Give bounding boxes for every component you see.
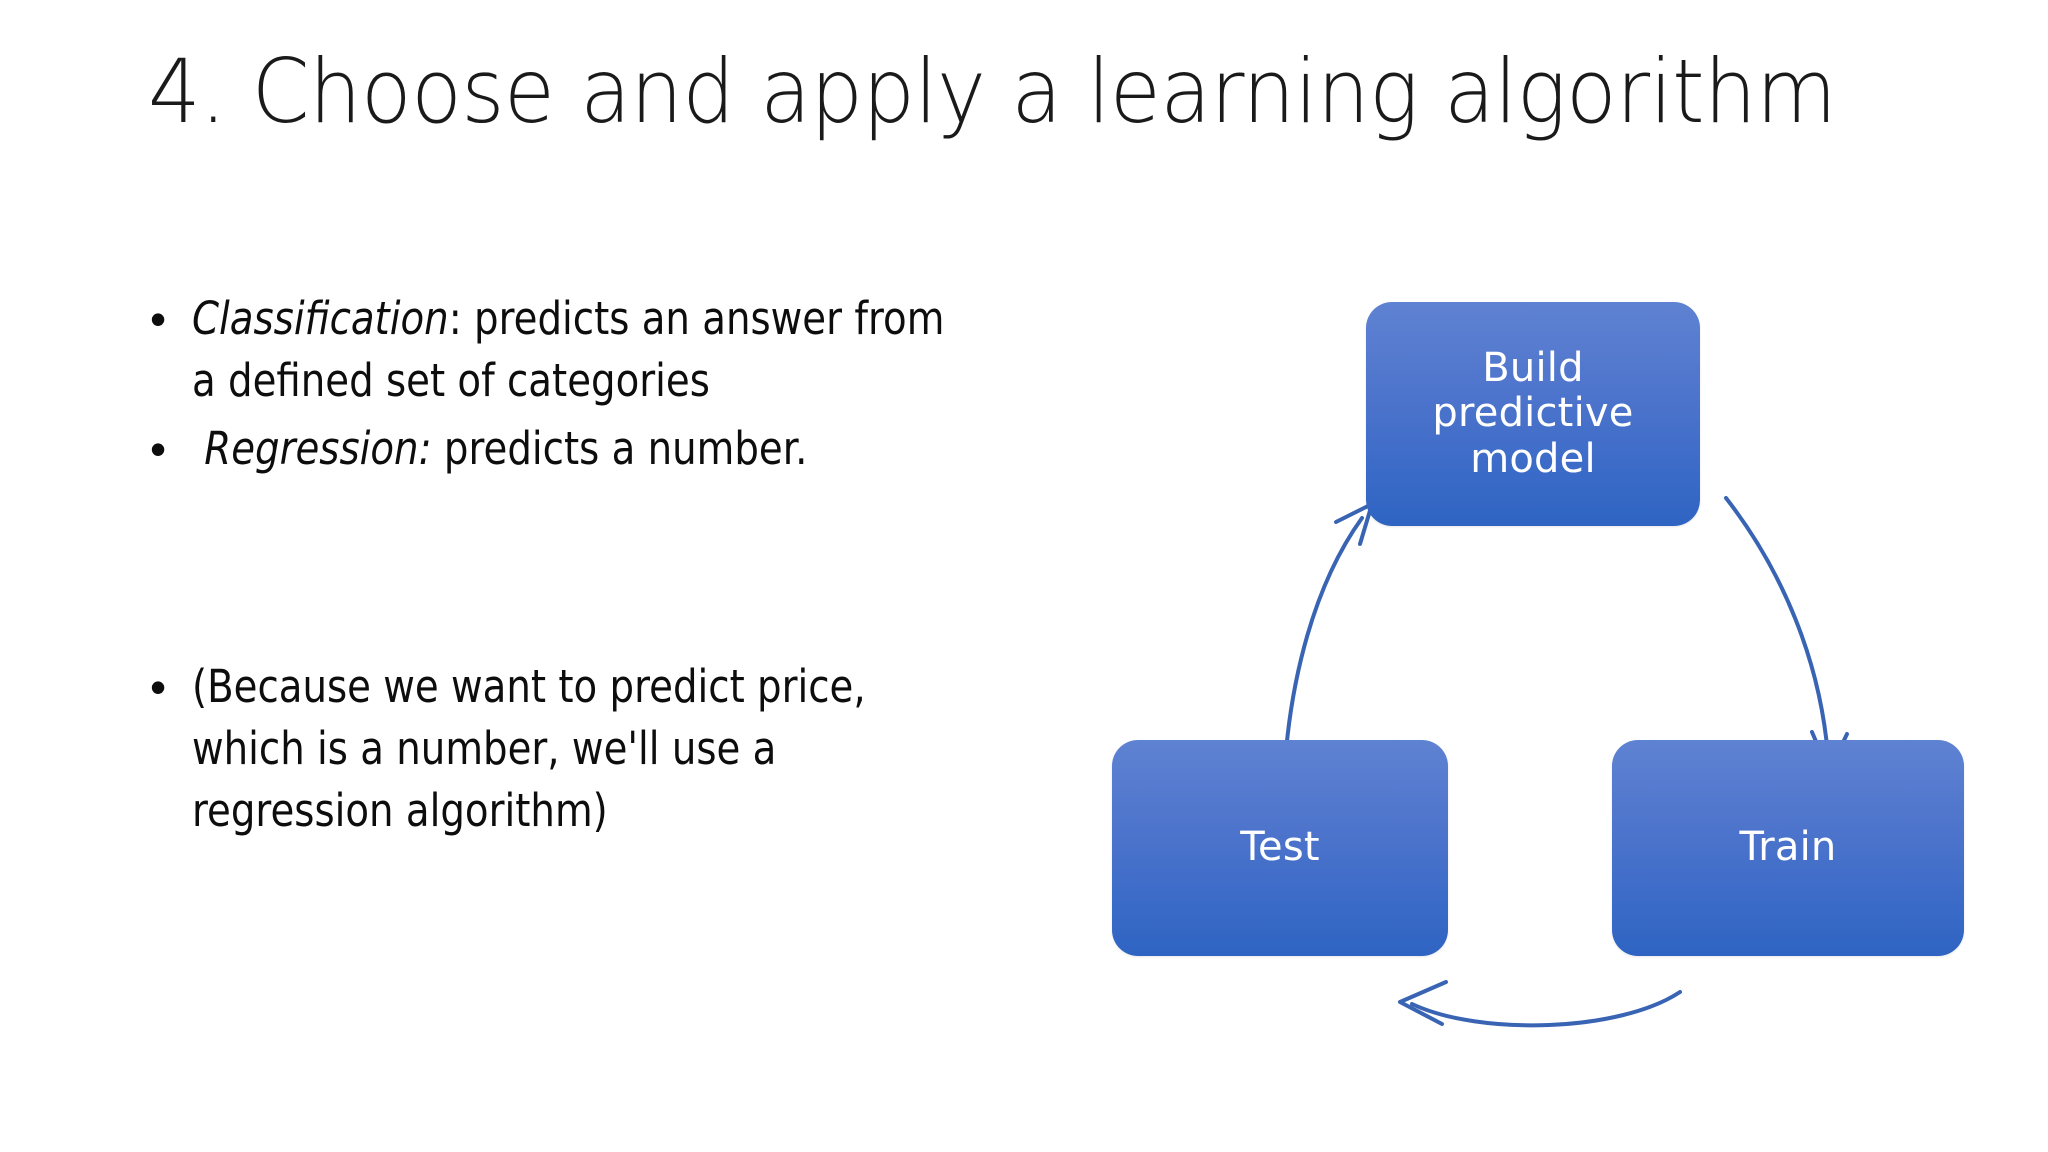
bullet-text: Classification: predicts an answer from …: [192, 288, 948, 412]
arrow-train-to-test-icon: [1398, 980, 1682, 1028]
arrow-build-to-train-icon: [1724, 496, 1849, 774]
bullet-text: Regression: predicts a number.: [192, 418, 948, 480]
bullet-rest: : predicts an answer from a defined set …: [192, 292, 957, 407]
bullet-emphasis: Regression:: [192, 422, 432, 475]
bullet-emphasis: Classification: [192, 292, 449, 345]
bullet-marker: •: [150, 293, 167, 345]
list-item: • (Because we want to predict price, whi…: [140, 656, 950, 842]
list-item: • Regression: predicts a number.: [140, 418, 950, 480]
diagram-node-test[interactable]: Test: [1112, 740, 1448, 956]
list-item: • Classification: predicts an answer fro…: [140, 288, 950, 412]
diagram-node-build[interactable]: Build predictive model: [1366, 302, 1700, 526]
cycle-diagram: Build predictive model Test Train: [1060, 240, 2020, 1060]
diagram-node-train[interactable]: Train: [1612, 740, 1964, 956]
bullet-rest: (Because we want to predict price, which…: [192, 660, 878, 837]
bullet-rest: predicts a number.: [431, 422, 808, 475]
bullet-marker: •: [150, 423, 167, 475]
page-title: 4. Choose and apply a learning algorithm: [148, 40, 1837, 143]
bullet-text: (Because we want to predict price, which…: [192, 656, 948, 842]
bullet-spacer: [140, 486, 950, 656]
bullet-list: • Classification: predicts an answer fro…: [140, 288, 950, 848]
bullet-marker: •: [150, 661, 167, 713]
